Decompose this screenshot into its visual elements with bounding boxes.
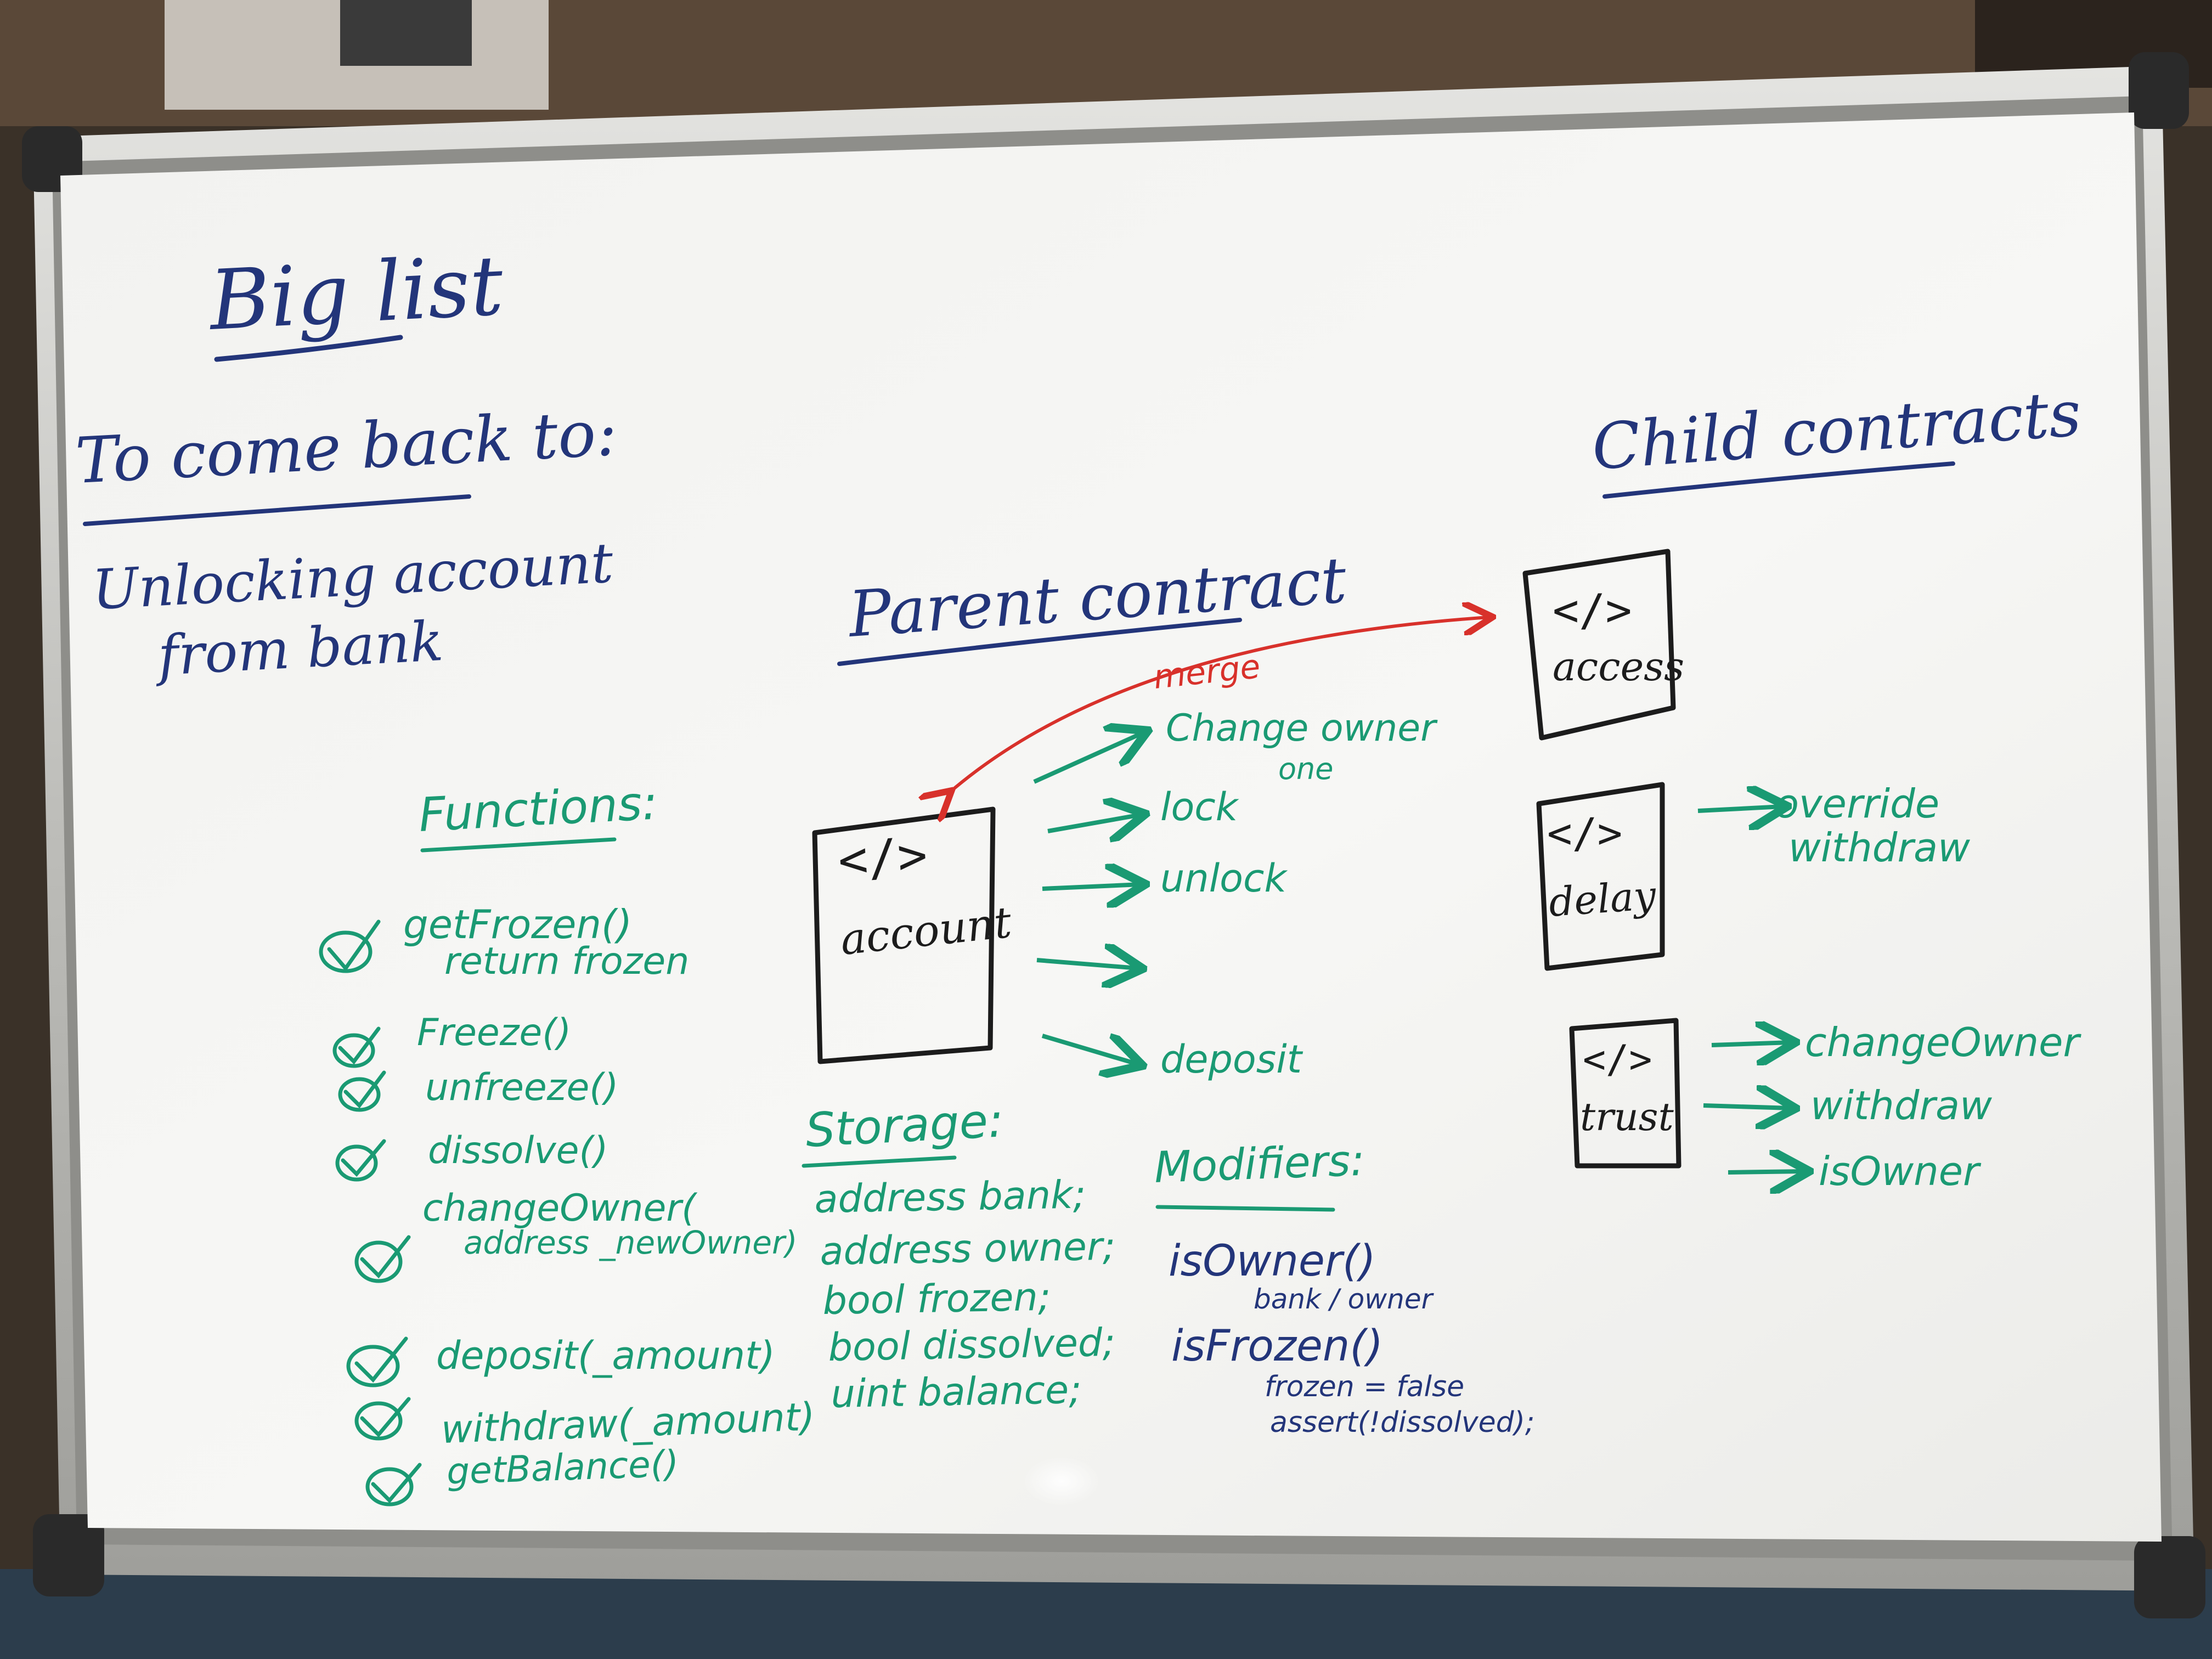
- function-get-frozen-body: return frozen: [444, 940, 689, 983]
- storage-underline: [802, 1155, 957, 1168]
- delay-output-line1: override: [1775, 781, 1939, 827]
- unlocking-account-line2: from bank: [153, 609, 445, 688]
- frame-corner-bottom-left: [33, 1514, 104, 1596]
- modifier-is-owner-note: bank / owner: [1254, 1283, 1435, 1315]
- delay-box-label: delay: [1547, 872, 1658, 926]
- checkmark-icon: [319, 919, 381, 973]
- checkmark-icon: [365, 1463, 422, 1506]
- access-box-symbol: </>: [1553, 585, 1632, 636]
- modifiers-underline: [1155, 1205, 1335, 1212]
- arrow-to-change-owner: [1033, 732, 1144, 784]
- checkmark-icon: [332, 1026, 381, 1068]
- arrow-to-override-withdraw: [1697, 806, 1783, 811]
- storage-line-dissolved: bool dissolved;: [828, 1320, 1116, 1370]
- account-box-symbol: </>: [836, 826, 929, 890]
- delay-box: [1536, 782, 1665, 971]
- function-unfreeze: unfreeze(): [425, 1066, 618, 1109]
- checkmark-icon: [338, 1070, 386, 1112]
- arrow-to-blank: [1036, 960, 1138, 968]
- light-glare: [1023, 1457, 1100, 1506]
- unlock-label: unlock: [1160, 856, 1288, 901]
- function-dissolve: dissolve(): [428, 1129, 608, 1172]
- arrow-to-withdraw-child: [1703, 1105, 1791, 1108]
- storage-line-balance: uint balance;: [831, 1367, 1082, 1417]
- storage-title: Storage:: [804, 1093, 1005, 1158]
- frame-corner-top-right: [2129, 52, 2189, 129]
- change-owner-line1: Change owner: [1166, 707, 1438, 750]
- trust-output-is-owner: isOwner: [1819, 1148, 1982, 1194]
- modifiers-title: Modifiers:: [1154, 1136, 1365, 1193]
- child-contracts-underline: [1602, 461, 1955, 499]
- frame-corner-bottom-right: [2134, 1536, 2205, 1618]
- modifier-is-frozen: isFrozen(): [1171, 1322, 1383, 1371]
- storage-section: Storage: address bank; address owner; bo…: [802, 1093, 1116, 1417]
- access-box-label: access: [1553, 644, 1684, 690]
- arrow-to-unlock: [1042, 884, 1141, 889]
- deposit-label: deposit: [1160, 1037, 1304, 1082]
- storage-line-owner: address owner;: [820, 1224, 1116, 1274]
- arrow-to-lock: [1047, 815, 1141, 831]
- functions-title: Functions:: [417, 776, 659, 843]
- trust-box-label: trust: [1580, 1094, 1674, 1139]
- trust-output-withdraw: withdraw: [1810, 1082, 1992, 1128]
- delay-box-symbol: </>: [1547, 809, 1622, 857]
- arrow-to-is-owner-child: [1728, 1171, 1805, 1172]
- checkmark-icon: [346, 1336, 408, 1387]
- come-back-underline: [83, 494, 471, 526]
- storage-line-frozen: bool frozen;: [822, 1274, 1051, 1323]
- modifier-is-frozen-note1: frozen = false: [1265, 1370, 1464, 1403]
- modifiers-section: Modifiers: isOwner() bank / owner isFroz…: [1154, 1136, 1535, 1439]
- checkmark-icon: [354, 1397, 411, 1441]
- arrow-to-change-owner-child: [1711, 1042, 1791, 1045]
- big-list-underline: [214, 335, 403, 362]
- child-contracts-section: Child contracts </> access </> delay ove…: [1522, 377, 2084, 1194]
- storage-line-bank: address bank;: [814, 1172, 1086, 1222]
- access-box: [1522, 549, 1676, 741]
- function-checkmarks: [319, 919, 422, 1506]
- big-list-title: Big list: [206, 238, 506, 349]
- change-owner-line2: one: [1278, 752, 1334, 786]
- function-change-owner: changeOwner(: [422, 1187, 698, 1230]
- delay-output-line2: withdraw: [1788, 825, 1970, 871]
- arrow-to-deposit: [1041, 1036, 1138, 1064]
- trust-output-change-owner: changeOwner: [1805, 1019, 2081, 1065]
- trust-box-symbol: </>: [1583, 1037, 1652, 1082]
- function-change-owner-param: address _newOwner): [464, 1224, 797, 1261]
- checkmark-icon: [354, 1235, 411, 1283]
- function-deposit: deposit(_amount): [436, 1333, 775, 1378]
- functions-underline: [420, 837, 617, 853]
- functions-section: Functions: getFrozen() return frozen Fre…: [319, 776, 816, 1506]
- checkmark-icon: [335, 1139, 386, 1182]
- merge-arrow: [949, 617, 1489, 793]
- modifier-is-owner: isOwner(): [1169, 1237, 1376, 1286]
- function-get-frozen: getFrozen(): [403, 901, 632, 947]
- lock-label: lock: [1160, 785, 1239, 830]
- function-freeze: Freeze(): [417, 1011, 571, 1054]
- function-get-balance: getBalance(): [446, 1442, 680, 1493]
- trust-box: [1569, 1018, 1681, 1169]
- modifier-is-frozen-note2: assert(!dissolved);: [1270, 1406, 1534, 1439]
